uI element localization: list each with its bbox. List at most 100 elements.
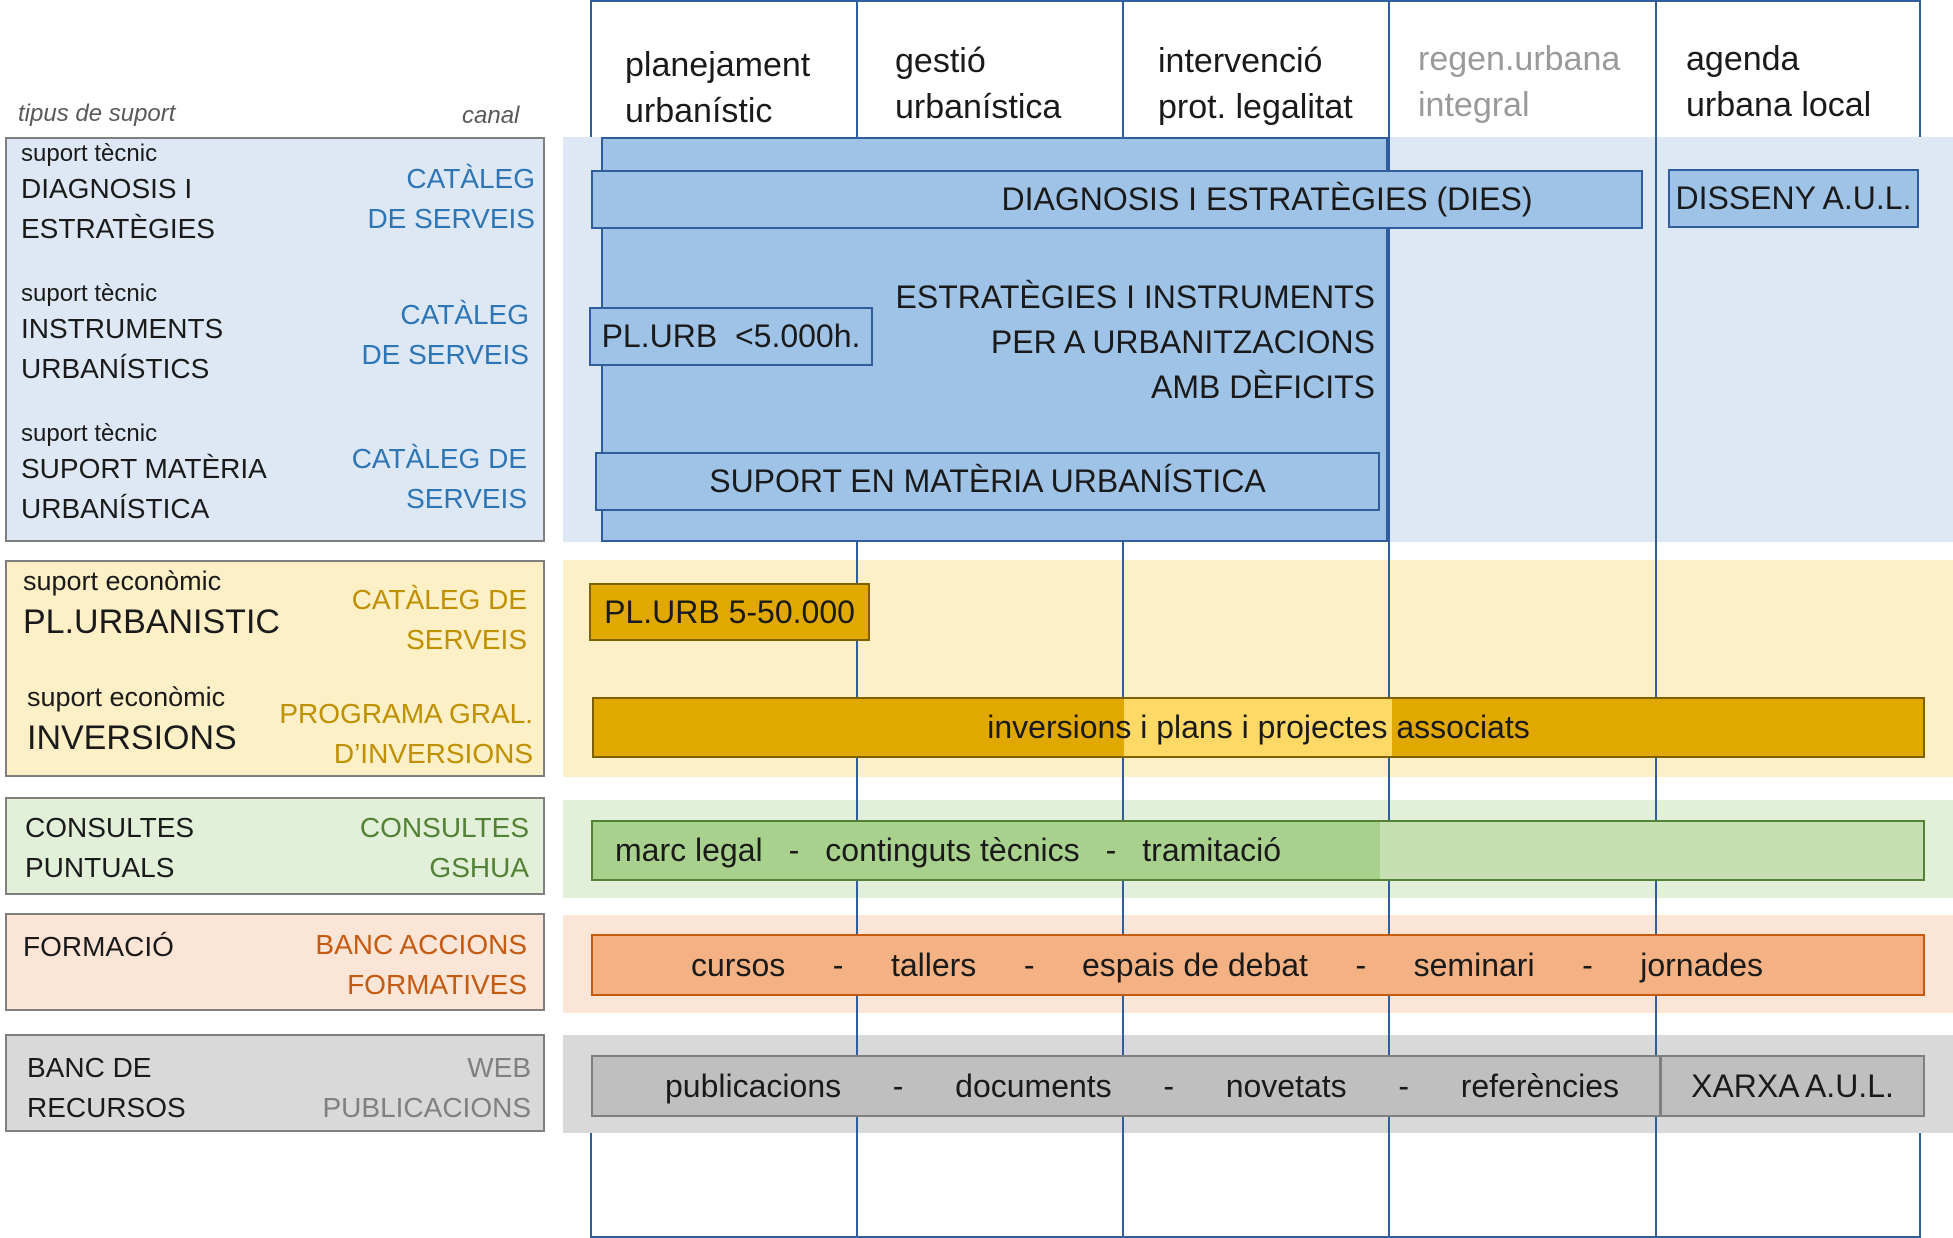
- panel-suport-tecnic: suport tècnic DIAGNOSIS I ESTRATÈGIES CA…: [5, 137, 545, 542]
- economic-item-inversions: suport econòmic INVERSIONS: [27, 682, 237, 764]
- item-title-line2: URBANÍSTICA: [21, 493, 210, 524]
- column-title-planejament: planejament urbanístic: [625, 42, 810, 134]
- item-title-line1: INSTRUMENTS: [21, 313, 224, 344]
- formacio-title: FORMACIÓ: [23, 931, 174, 962]
- panel-consultes: CONSULTES PUNTUALS CONSULTES GSHUA: [5, 797, 545, 895]
- column-divider-3: [1388, 0, 1390, 1238]
- item-subtitle: suport tècnic: [21, 280, 158, 307]
- canal-line1: CATÀLEG: [400, 299, 529, 330]
- bar-separator: -: [892, 1067, 904, 1104]
- item-subtitle: suport tècnic: [21, 420, 158, 447]
- item-title-line1: SUPORT MATÈRIA: [21, 453, 267, 484]
- canal-line2: GSHUA: [429, 852, 529, 883]
- bar-separator: -: [1355, 946, 1367, 983]
- canal-line2: SERVEIS: [406, 624, 527, 655]
- canal-line1: WEB: [467, 1052, 531, 1083]
- canal-line1: BANC ACCIONS: [315, 929, 527, 960]
- canal-line2: SERVEIS: [406, 483, 527, 514]
- canal-line2: FORMATIVES: [347, 969, 527, 1000]
- canal-line1: CATÀLEG DE: [351, 584, 527, 615]
- bar-formacio: cursos - tallers - espais de debat - sem…: [591, 934, 1925, 996]
- column-footer-frame: [590, 1133, 1921, 1238]
- canal-web-publicacions: WEB PUBLICACIONS: [323, 1048, 532, 1128]
- column-divider-4: [1655, 0, 1657, 1238]
- canal-formacio: BANC ACCIONS FORMATIVES: [315, 925, 527, 1005]
- bar-item: jornades: [1640, 946, 1763, 983]
- bar-separator: -: [1582, 946, 1593, 983]
- column-title-agenda: agenda urbana local: [1686, 36, 1871, 128]
- recursos-title: BANC DE RECURSOS: [27, 1048, 186, 1128]
- canal-line2: D’INVERSIONS: [333, 738, 533, 769]
- canal-cataleg-economic: CATÀLEG DE SERVEIS: [352, 580, 527, 660]
- bar-label: DISSENY A.U.L.: [1675, 180, 1912, 216]
- bar-separator: -: [1163, 1067, 1175, 1104]
- canal-line1: CONSULTES: [359, 812, 529, 843]
- column-title-intervencio: intervenció prot. legalitat: [1158, 38, 1353, 130]
- bar-item: continguts tècnics: [825, 832, 1080, 868]
- bar-item: marc legal: [615, 832, 763, 868]
- panel-suport-economic: suport econòmic PL.URBANISTIC CATÀLEG DE…: [5, 560, 545, 777]
- panel-formacio: FORMACIÓ BANC ACCIONS FORMATIVES: [5, 913, 545, 1011]
- tecnic-item-diagnosis: suport tècnic DIAGNOSIS I ESTRATÈGIES: [21, 139, 215, 249]
- bar-label: PL.URB 5-50.000: [604, 593, 855, 630]
- column-title-line2: integral: [1418, 86, 1530, 124]
- economic-item-plurb: suport econòmic PL.URBANISTIC: [23, 566, 280, 648]
- header-canal: canal: [462, 102, 520, 129]
- bar-item: cursos: [691, 946, 786, 983]
- consultes-title: CONSULTES PUNTUALS: [25, 808, 194, 888]
- bar-inversions: inversions i plans i projectes associats: [592, 697, 1925, 758]
- canal-line1: CATÀLEG DE: [351, 443, 527, 474]
- canal-line2: PUBLICACIONS: [322, 1092, 532, 1123]
- canal-line2: DE SERVEIS: [367, 203, 535, 234]
- column-title-line1: intervenció: [1158, 42, 1323, 80]
- column-title-line1: planejament: [625, 46, 811, 84]
- bar-separator: -: [1023, 946, 1035, 983]
- bar-item: referències: [1460, 1067, 1619, 1104]
- label-line1: ESTRATÈGIES I INSTRUMENTS: [895, 279, 1375, 315]
- tecnic-item-suport: suport tècnic SUPORT MATÈRIA URBANÍSTICA: [21, 419, 267, 529]
- bar-label: XARXA A.U.L.: [1691, 1067, 1894, 1104]
- label-line3: AMB DÈFICITS: [1150, 369, 1375, 405]
- bar-separator: -: [788, 832, 800, 868]
- column-title-gestio: gestió urbanística: [895, 38, 1061, 130]
- panel-recursos: BANC DE RECURSOS WEB PUBLICACIONS: [5, 1034, 545, 1132]
- bar-item: novetats: [1225, 1067, 1347, 1104]
- column-title-line1: gestió: [895, 42, 986, 80]
- item-subtitle: suport tècnic: [21, 140, 158, 167]
- label-line2: PER A URBANITZACIONS: [990, 324, 1375, 360]
- canal-line2: DE SERVEIS: [361, 339, 529, 370]
- header-tipus: tipus de suport: [18, 100, 176, 127]
- item-title-line1: DIAGNOSIS I: [21, 173, 193, 204]
- bar-recursos: publicacions - documents - novetats - re…: [591, 1055, 1661, 1117]
- canal-cataleg-2: CATÀLEG DE SERVEIS: [361, 295, 529, 375]
- column-title-regen: regen.urbana integral: [1418, 36, 1620, 128]
- column-title-line2: urbana local: [1686, 86, 1872, 124]
- canal-programa-inversions: PROGRAMA GRAL. D’INVERSIONS: [279, 694, 533, 774]
- bar-item: documents: [955, 1067, 1112, 1104]
- title-line1: BANC DE: [27, 1052, 152, 1083]
- canal-cataleg-1: CATÀLEG DE SERVEIS: [367, 159, 535, 239]
- title-line2: RECURSOS: [27, 1092, 186, 1123]
- bar-item: publicacions: [665, 1067, 842, 1104]
- label-estrategies-instruments: ESTRATÈGIES I INSTRUMENTS PER A URBANITZ…: [880, 275, 1375, 410]
- bar-consultes: marc legal - continguts tècnics - tramit…: [591, 820, 1925, 881]
- item-title: PL.URBANISTIC: [23, 603, 280, 641]
- tecnic-item-instruments: suport tècnic INSTRUMENTS URBANÍSTICS: [21, 279, 223, 389]
- bar-item: seminari: [1413, 946, 1535, 983]
- column-title-line2: prot. legalitat: [1158, 88, 1353, 126]
- item-title: INVERSIONS: [27, 719, 237, 757]
- bar-label: DIAGNOSIS I ESTRATÈGIES (DIES): [1001, 181, 1533, 217]
- bar-label: PL.URB <5.000h.: [601, 318, 861, 354]
- bar-suport-materia: SUPORT EN MATÈRIA URBANÍSTICA: [595, 452, 1380, 511]
- bar-separator: -: [1398, 1067, 1410, 1104]
- bar-plurb-small: PL.URB <5.000h.: [589, 307, 873, 366]
- bar-xarxa-aul: XARXA A.U.L.: [1659, 1055, 1925, 1117]
- column-title-line2: urbanístic: [625, 92, 773, 130]
- bar-separator: -: [832, 946, 844, 983]
- column-title-line1: regen.urbana: [1418, 40, 1621, 78]
- canal-cataleg-3: CATÀLEG DE SERVEIS: [352, 439, 527, 519]
- title-line1: CONSULTES: [25, 812, 195, 843]
- bar-item: tramitació: [1142, 832, 1281, 868]
- bar-diagnosis-estrategies: DIAGNOSIS I ESTRATÈGIES (DIES): [591, 170, 1643, 229]
- title-line2: PUNTUALS: [25, 852, 175, 883]
